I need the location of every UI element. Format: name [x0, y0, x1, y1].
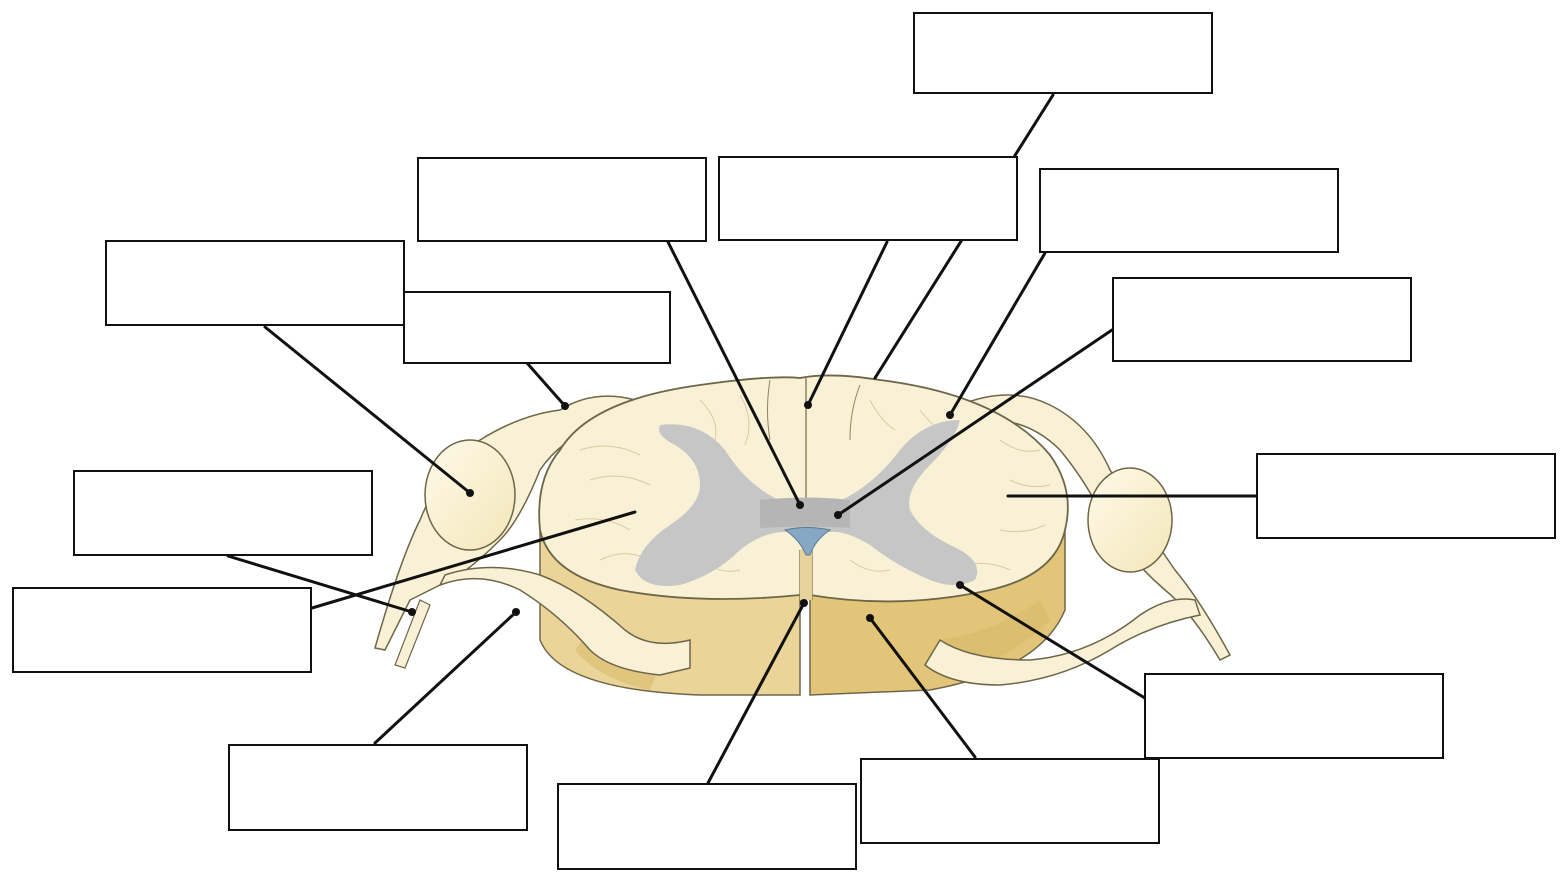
leader-dot-14: [956, 581, 964, 589]
leader-dot-2: [796, 501, 804, 509]
cord-cross-section: [539, 375, 1068, 601]
leader-dot-7: [561, 402, 569, 410]
label-box-5[interactable]: [1112, 277, 1412, 362]
label-box-13[interactable]: [860, 758, 1160, 844]
label-box-11[interactable]: [228, 744, 528, 831]
leader-line-7: [527, 363, 565, 406]
leader-line-4: [950, 253, 1045, 415]
leader-dot-9: [408, 608, 416, 616]
label-box-10[interactable]: [12, 587, 312, 673]
leader-dot-13: [866, 614, 874, 622]
leader-dot-3: [804, 401, 812, 409]
label-box-6[interactable]: [105, 240, 405, 326]
label-box-3[interactable]: [718, 156, 1018, 241]
label-box-12[interactable]: [557, 783, 857, 870]
label-box-14[interactable]: [1144, 673, 1444, 759]
leader-dot-12: [800, 599, 808, 607]
label-box-4[interactable]: [1039, 168, 1339, 253]
label-box-9[interactable]: [73, 470, 373, 556]
leader-line-11: [375, 612, 516, 743]
label-box-2[interactable]: [417, 157, 707, 242]
label-box-1[interactable]: [913, 12, 1213, 94]
right-dorsal-root-ganglion: [1088, 468, 1172, 572]
leader-dot-11: [512, 608, 520, 616]
label-box-7[interactable]: [403, 291, 671, 364]
leader-dot-6: [466, 489, 474, 497]
leader-dot-5: [834, 511, 842, 519]
label-box-8[interactable]: [1256, 453, 1556, 539]
leader-dot-4: [946, 411, 954, 419]
